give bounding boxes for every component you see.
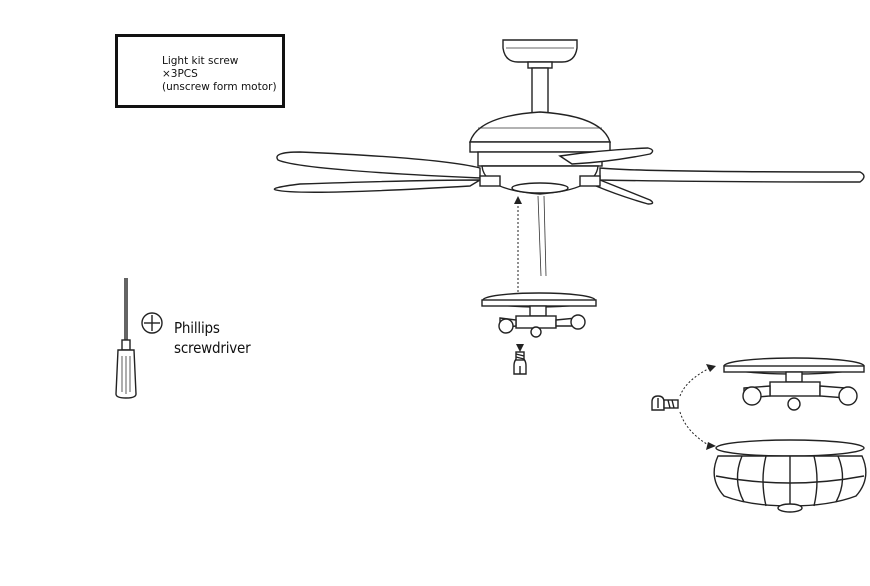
light-kit-adapter — [481, 292, 597, 338]
parts-note: (unscrew form motor) — [162, 81, 277, 93]
parts-name: Light kit screw — [162, 55, 239, 67]
screw-detail-icon — [651, 395, 679, 411]
alignment-arrow — [514, 196, 522, 296]
parts-quantity: ×3PCS — [162, 68, 198, 80]
dotted-arcs — [679, 364, 716, 450]
parts-box: Light kit screw ×3PCS (unscrew form moto… — [115, 34, 285, 108]
phillips-symbol-icon — [141, 312, 163, 334]
screwdriver-icon — [115, 278, 137, 399]
tool-label: Phillips screwdriver — [174, 318, 251, 358]
tool-label-line2: screwdriver — [174, 339, 251, 357]
tool-label-line1: Phillips — [174, 319, 220, 337]
parts-text: Light kit screw ×3PCS (unscrew form moto… — [162, 55, 277, 94]
light-kit-screw-icon — [513, 344, 527, 375]
light-kit-detail — [723, 357, 865, 411]
cage-shade — [713, 439, 867, 513]
ceiling-fan — [273, 39, 865, 277]
